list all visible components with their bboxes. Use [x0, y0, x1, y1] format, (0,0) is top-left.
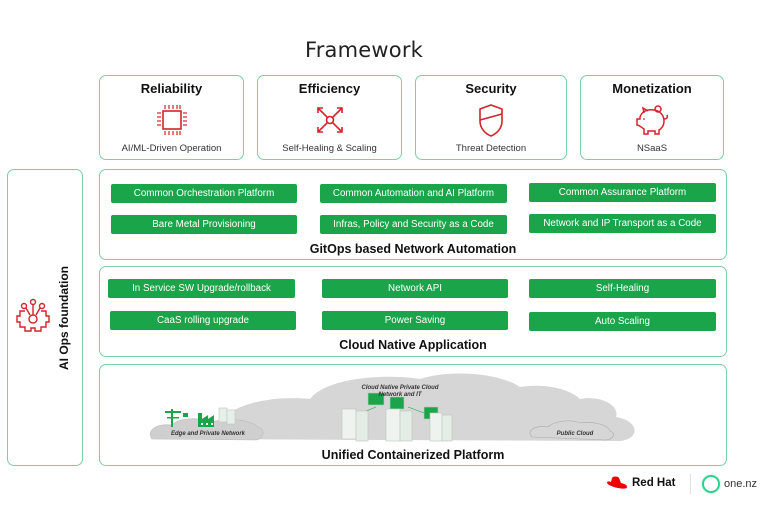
capability-pill: Auto Scaling	[529, 312, 716, 331]
page-title: Framework	[304, 38, 424, 62]
capability-pill: CaaS rolling upgrade	[110, 311, 296, 330]
shield-icon	[479, 104, 503, 137]
capability-pill: Infras, Policy and Security as a Code	[320, 215, 507, 234]
expand-arrows-icon	[316, 107, 343, 133]
one-nz-logo: one.nz	[702, 475, 757, 493]
pillar-subtitle: Threat Detection	[455, 143, 527, 154]
pillar-card-monetization: Monetization NSaaS	[580, 75, 724, 160]
pillar-title: Reliability	[140, 81, 203, 96]
pillar-subtitle: NSaaS	[636, 143, 668, 154]
layer-cloud-native: In Service SW Upgrade/rollback Network A…	[99, 266, 727, 357]
pillar-subtitle: Self-Healing & Scaling	[282, 143, 377, 154]
edge-tower-icon	[165, 409, 188, 427]
layer-title: Unified Containerized Platform	[321, 448, 505, 462]
public-cloud-label: Public Cloud	[556, 431, 594, 437]
private-cloud-label-line1: Cloud Native Private Cloud	[361, 385, 439, 391]
piggy-bank-icon	[636, 105, 669, 135]
capability-pill: Bare Metal Provisioning	[111, 215, 297, 234]
public-cloud-shape	[529, 420, 614, 441]
cloud-topology-illustration	[150, 373, 635, 442]
capability-pill: Power Saving	[322, 311, 508, 330]
private-cloud-label-line2: Network and IT	[378, 392, 422, 398]
pillar-subtitle: AI/ML-Driven Operation	[121, 143, 222, 154]
pillar-card-security: Security Threat Detection	[415, 75, 567, 160]
chip-icon	[156, 105, 187, 135]
capability-pill: Self-Healing	[529, 279, 716, 298]
logo-divider	[690, 474, 691, 494]
redhat-logo-text: Red Hat	[632, 477, 676, 489]
pillar-title: Efficiency	[298, 81, 361, 96]
ai-ops-foundation-panel	[7, 169, 83, 466]
capability-pill: In Service SW Upgrade/rollback	[108, 279, 295, 298]
pillar-title: Monetization	[612, 81, 692, 96]
factory-icon	[198, 413, 214, 427]
private-cloud-servers-icon	[341, 392, 453, 442]
layer-title: GitOps based Network Automation	[309, 242, 517, 256]
pillar-card-efficiency: Efficiency Self-Healing & Scaling	[257, 75, 402, 160]
layer-gitops: Common Orchestration Platform Common Aut…	[99, 169, 727, 260]
capability-pill: Network and IP Transport as a Code	[529, 214, 716, 233]
layer-title: Cloud Native Application	[339, 338, 487, 352]
capability-pill: Common Orchestration Platform	[111, 184, 297, 203]
ai-gear-network-icon	[16, 298, 50, 332]
edge-server-icon	[218, 407, 236, 425]
ai-ops-label: AI Ops foundation	[57, 266, 71, 370]
capability-pill: Common Assurance Platform	[529, 183, 716, 202]
capability-pill: Network API	[322, 279, 508, 298]
edge-cloud-label: Edge and Private Network	[170, 431, 246, 437]
redhat-logo: Red Hat	[606, 476, 675, 490]
one-nz-logo-text: one.nz	[724, 478, 758, 490]
capability-pill: Common Automation and AI Platform	[320, 184, 507, 203]
one-nz-ring-icon	[702, 475, 720, 493]
pillar-title: Security	[465, 81, 517, 96]
layer-unified-platform: Edge and Private Network Cloud Native Pr…	[99, 364, 727, 466]
redhat-hat-icon	[607, 476, 627, 489]
pillar-card-reliability: Reliability AI/ML-Driven Operation	[99, 75, 244, 160]
